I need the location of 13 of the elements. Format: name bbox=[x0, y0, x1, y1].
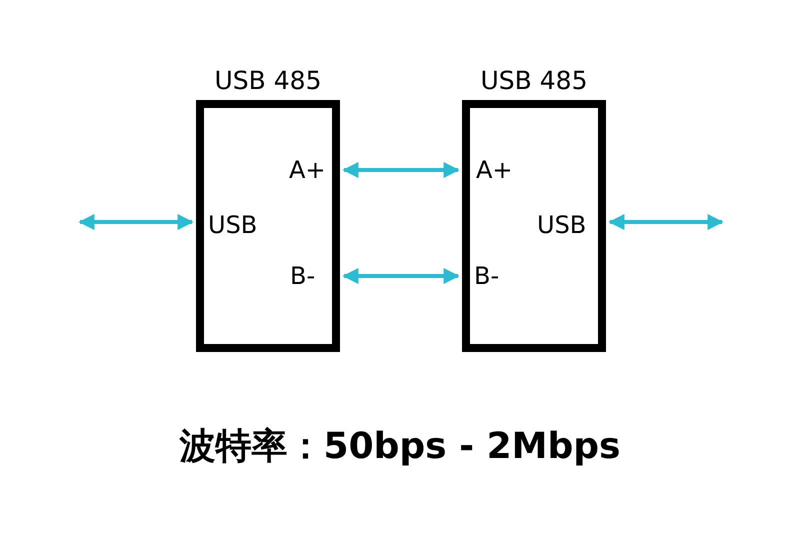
caption: 波特率：50bps - 2Mbps bbox=[178, 425, 622, 469]
double-arrow bbox=[608, 214, 724, 230]
double-arrow bbox=[342, 268, 460, 284]
pin-label: B- bbox=[474, 262, 500, 290]
pin-label: USB bbox=[208, 211, 258, 239]
double-arrow bbox=[78, 214, 194, 230]
pin-label: USB bbox=[537, 211, 586, 239]
pin-label: A+ bbox=[476, 156, 513, 184]
pin-label: A+ bbox=[289, 156, 326, 184]
box-heading: USB 485 bbox=[480, 66, 588, 96]
box-heading: USB 485 bbox=[214, 66, 322, 96]
double-arrow bbox=[342, 162, 460, 178]
pin-label: B- bbox=[290, 262, 316, 290]
